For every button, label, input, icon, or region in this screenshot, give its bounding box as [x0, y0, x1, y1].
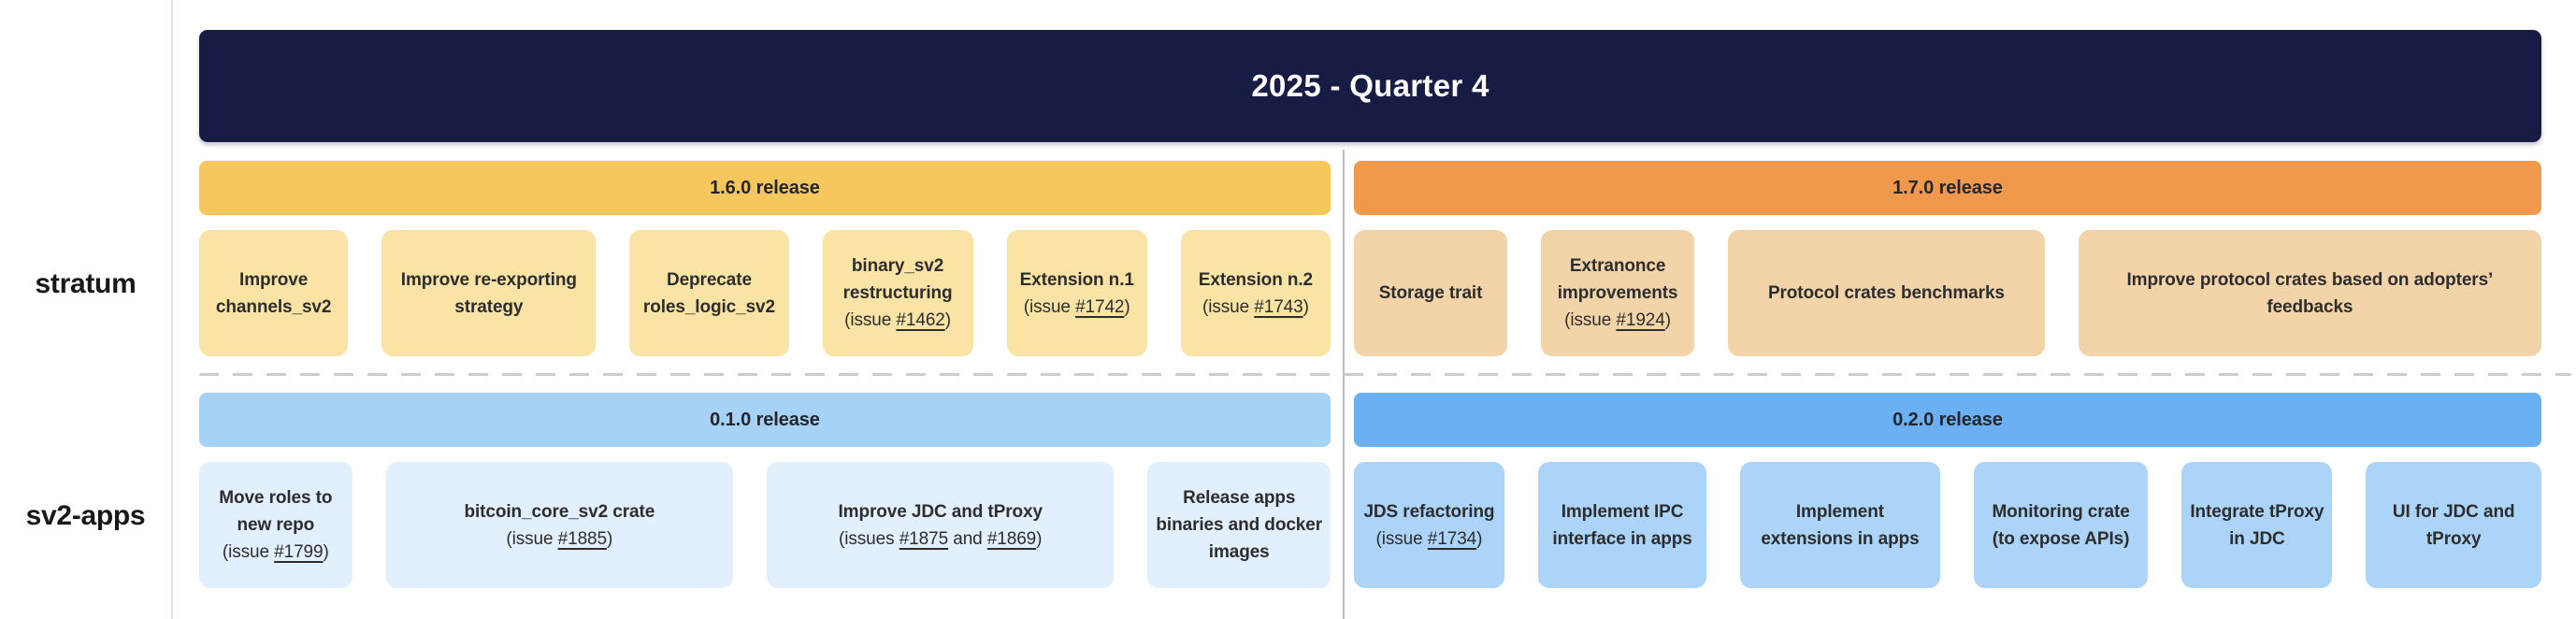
- task-title: Improve re-exporting strategy: [400, 269, 577, 317]
- task-title: Storage trait: [1378, 283, 1483, 303]
- task-card: Move roles to new repo (issue #1799): [199, 462, 353, 588]
- task-card: Protocol crates benchmarks: [1728, 230, 2045, 356]
- release-bar: 0.1.0 release: [199, 393, 1331, 447]
- task-cards: Storage trait Extranonce improvements (iss…: [1354, 230, 2541, 356]
- task-title: Implement IPC interface in apps: [1552, 501, 1692, 549]
- task-card: Implement extensions in apps: [1740, 462, 1940, 588]
- issue-link[interactable]: #1924: [1616, 310, 1665, 330]
- task-title: Implement extensions in apps: [1761, 501, 1920, 549]
- label-column-divider-line: [171, 0, 173, 619]
- task-card: Improve re-exporting strategy: [381, 230, 597, 356]
- task-issue-reference: (issue #1924): [1564, 310, 1671, 330]
- task-card: UI for JDC and tProxy: [2366, 462, 2542, 588]
- task-title: JDS refactoring: [1363, 501, 1495, 522]
- task-cards: Move roles to new repo (issue #1799) bitco…: [199, 462, 1331, 588]
- task-card: JDS refactoring (issue #1734): [1354, 462, 1504, 588]
- task-issue-reference: (issue #1462): [844, 310, 951, 330]
- task-title: Extranonce improvements: [1557, 256, 1678, 303]
- task-title: Improve protocol crates based on adopter…: [2126, 269, 2494, 317]
- task-title: Monitoring crate (to expose APIs): [1992, 501, 2130, 549]
- quarter-header: 2025 - Quarter 4: [199, 30, 2541, 142]
- issue-link[interactable]: #1462: [896, 310, 945, 330]
- row-label: stratum: [35, 267, 137, 299]
- release-bar: 0.2.0 release: [1354, 393, 2541, 447]
- task-card: Storage trait: [1354, 230, 1508, 356]
- task-title: Integrate tProxy in JDC: [2190, 501, 2324, 549]
- task-issue-reference: (issue #1742): [1023, 296, 1130, 317]
- task-card: Improve channels_sv2: [199, 230, 349, 356]
- task-issue-reference: (issue #1885): [506, 528, 613, 549]
- task-card: Improve protocol crates based on adopter…: [2078, 230, 2541, 356]
- task-cards: Improve channels_sv2 Improve re-exporting…: [199, 230, 1331, 356]
- task-cards: JDS refactoring (issue #1734) Implement IP…: [1354, 462, 2542, 588]
- task-title: binary_sv2 restructuring: [842, 256, 953, 303]
- task-title: Deprecate roles_logic_sv2: [642, 269, 775, 317]
- task-issue-reference: (issue #1743): [1202, 296, 1309, 317]
- issue-link[interactable]: #1734: [1427, 528, 1477, 549]
- task-card: Extranonce improvements (issue #1924): [1541, 230, 1695, 356]
- task-card: bitcoin_core_sv2 crate (issue #1885): [385, 462, 734, 588]
- issue-link[interactable]: #1742: [1075, 296, 1125, 317]
- issue-link[interactable]: #1743: [1254, 296, 1303, 317]
- task-title: Extension n.1: [1019, 269, 1134, 290]
- release-bar: 1.7.0 release: [1354, 161, 2541, 215]
- issue-link[interactable]: #1885: [557, 528, 607, 549]
- task-title: Improve JDC and tProxy: [838, 501, 1043, 522]
- issue-link[interactable]: #1875: [899, 528, 949, 549]
- release-groups-divider-line: [1343, 150, 1345, 619]
- task-card: Implement IPC interface in apps: [1537, 462, 1707, 588]
- release-bar: 1.6.0 release: [199, 161, 1331, 215]
- row-label: sv2-apps: [25, 499, 146, 531]
- task-title: Protocol crates benchmarks: [1767, 283, 2005, 303]
- task-card: Integrate tProxy in JDC: [2181, 462, 2333, 588]
- task-card: Release apps binaries and docker images: [1147, 462, 1331, 588]
- task-issue-reference: (issue #1799): [222, 542, 329, 562]
- task-card: Deprecate roles_logic_sv2: [629, 230, 789, 356]
- task-title: Improve channels_sv2: [215, 269, 332, 317]
- issue-link[interactable]: #1869: [986, 528, 1037, 549]
- task-card: binary_sv2 restructuring (issue #1462): [822, 230, 973, 356]
- task-title: Extension n.2: [1198, 269, 1314, 290]
- task-issue-reference: (issue #1734): [1375, 528, 1483, 549]
- task-card: Extension n.1 (issue #1742): [1006, 230, 1147, 356]
- task-card: Monitoring crate (to expose APIs): [1973, 462, 2149, 588]
- task-title: Release apps binaries and docker images: [1156, 488, 1323, 562]
- row-separator-dashed-line: [199, 373, 2571, 376]
- quarter-title: 2025 - Quarter 4: [1251, 68, 1489, 103]
- task-title: bitcoin_core_sv2 crate: [464, 501, 655, 522]
- issue-link[interactable]: #1799: [274, 542, 324, 562]
- task-issue-reference: (issues #1875 and #1869): [839, 528, 1043, 549]
- task-card: Extension n.2 (issue #1743): [1180, 230, 1331, 356]
- task-title: Move roles to new repo: [219, 488, 333, 535]
- task-card: Improve JDC and tProxy (issues #1875 and …: [767, 462, 1115, 588]
- task-title: UI for JDC and tProxy: [2392, 501, 2515, 549]
